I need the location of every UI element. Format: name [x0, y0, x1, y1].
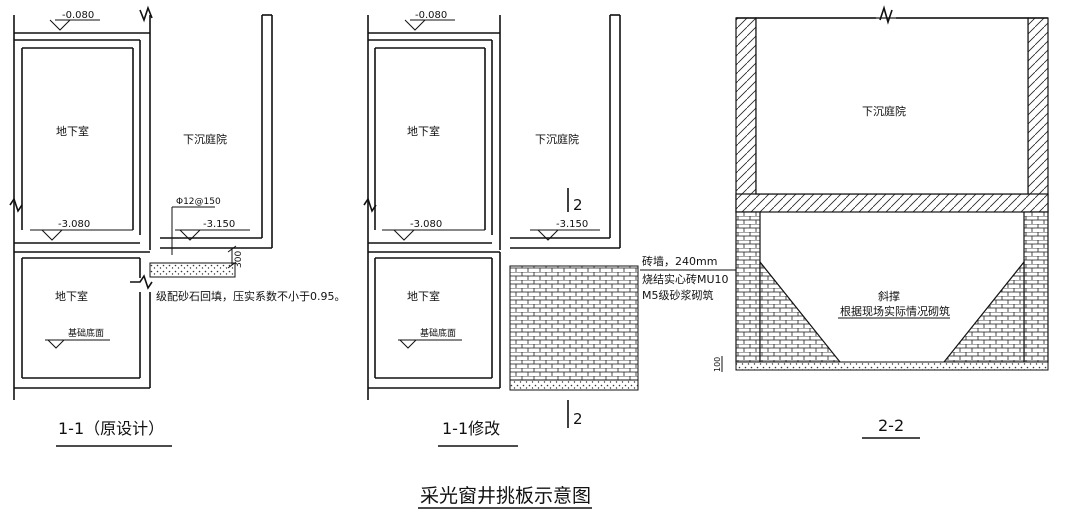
panel-right-section: 下沉庭院 100 砖墙，240mm 烧结实心砖MU10 M5级砂浆砌筑 斜撑 根… — [640, 5, 1049, 439]
elevation-mid-middle: -3.080 — [410, 219, 442, 230]
caption-right: 2-2 — [878, 416, 904, 435]
break-mark-slab — [130, 274, 153, 290]
break-mark-left — [9, 197, 23, 213]
slab-thickness-label: 300 — [234, 251, 244, 268]
slab-note: 级配砂石回填，压实系数不小于0.95。 — [156, 289, 346, 303]
gravel-backfill — [149, 262, 236, 278]
courtyard-middle: 下沉庭院 — [535, 132, 579, 146]
courtyard-right: 下沉庭院 — [862, 104, 906, 118]
elevation-step-left: -3.150 — [203, 219, 235, 230]
gravel-base-right — [735, 361, 1049, 371]
break-mark-middle — [363, 197, 377, 213]
wall-note-3: M5级砂浆砌筑 — [642, 288, 714, 302]
elevation-marker-top-left — [49, 19, 100, 31]
room-lower-left: 地下室 — [55, 289, 88, 303]
elevation-top-middle: -0.080 — [415, 10, 447, 21]
figure-title: 采光窗井挑板示意图 — [420, 485, 591, 507]
slope-title: 斜撑 — [878, 289, 900, 303]
dim-label-right: 100 — [713, 357, 722, 372]
slab-concrete — [735, 193, 1049, 213]
wall-right-concrete — [1027, 17, 1049, 213]
elevation-mid-left: -3.080 — [58, 219, 90, 230]
elevation-top-left: -0.080 — [62, 10, 94, 21]
brick-wall-left — [735, 211, 761, 363]
break-mark-top-left — [139, 5, 153, 23]
gravel-base-middle — [509, 379, 639, 391]
break-mark-top-right — [879, 5, 893, 25]
slope-note: 根据现场实际情况砌筑 — [840, 304, 950, 318]
wall-note-1: 砖墙，240mm — [642, 254, 717, 268]
elevation-step-middle: -3.150 — [556, 219, 588, 230]
slope-right — [942, 260, 1025, 363]
section-mark-bottom: 2 — [573, 410, 583, 428]
panel-left-original: -0.080 地下室 -3.080 地下室 基础底面 下沉庭院 — [9, 5, 346, 447]
slope-left — [759, 260, 842, 363]
wall-note-2: 烧结实心砖MU10 — [642, 272, 729, 286]
floor-label-left: 基础底面 — [68, 327, 104, 339]
room-upper-left: 地下室 — [56, 124, 89, 138]
caption-middle: 1-1修改 — [442, 419, 500, 438]
brick-infill — [509, 265, 639, 381]
panel-middle-modified: -0.080 地下室 -3.080 地下室 基础底面 下沉庭院 -3.150 — [363, 10, 639, 447]
courtyard-left: 下沉庭院 — [183, 132, 227, 146]
rebar-label: Φ12@150 — [176, 197, 221, 207]
caption-left: 1-1（原设计） — [58, 419, 164, 438]
wall-left-concrete — [735, 17, 757, 213]
section-mark-top: 2 — [573, 196, 583, 214]
room-lower-middle: 地下室 — [407, 289, 440, 303]
room-upper-middle: 地下室 — [407, 124, 440, 138]
floor-label-middle: 基础底面 — [420, 327, 456, 339]
brick-wall-right — [1023, 211, 1049, 363]
